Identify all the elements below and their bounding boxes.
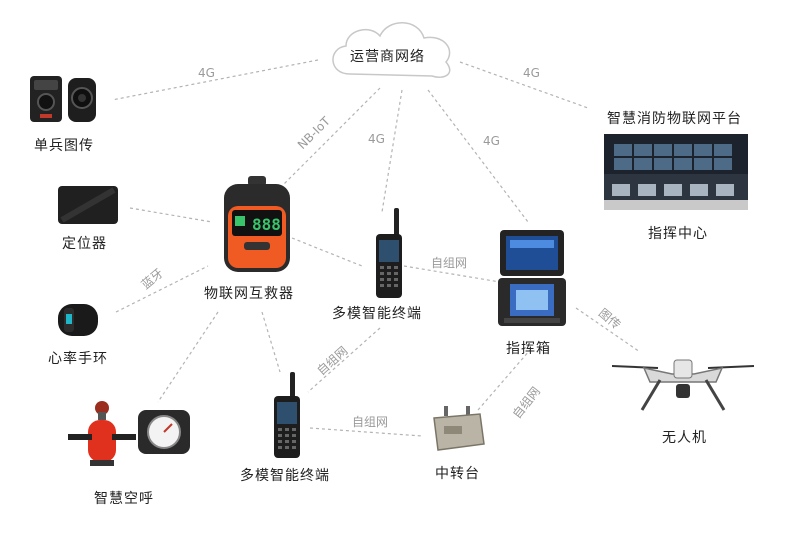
smart-air-label: 智慧空呼 (94, 491, 154, 507)
edge-label-terminal-relay: 自组网 (352, 415, 389, 429)
command-box-icon (498, 230, 566, 326)
command-box-label: 指挥箱 (506, 341, 551, 357)
bodycam-icon (30, 76, 96, 122)
iot-rescuer-icon: 888 (224, 176, 290, 272)
locator-label: 定位器 (62, 236, 107, 252)
heart-rate-band-icon (58, 304, 98, 336)
hr-band-label: 心率手环 (48, 351, 108, 367)
terminal-bottom-label: 多模智能终端 (240, 468, 330, 484)
link-cloud-platform (459, 61, 589, 109)
link-rescuer-terminal-bottom (261, 311, 281, 373)
link-cloud-terminal (381, 89, 403, 213)
link-terminal-terminal (307, 327, 381, 393)
link-cloud-rescuer (281, 87, 381, 187)
link-band-rescuer (115, 265, 209, 313)
link-rescuer-terminal (291, 237, 363, 267)
link-terminal-box (403, 265, 501, 283)
edge-label-cloud-box: 4G (483, 134, 500, 148)
link-terminal-relay (309, 427, 423, 437)
link-box-drone (575, 307, 641, 353)
command-center-label: 指挥中心 (648, 226, 708, 242)
command-center-photo (604, 134, 748, 210)
terminal-top-icon (376, 208, 402, 298)
rescuer-label: 物联网互救器 (204, 286, 294, 302)
relay-label: 中转台 (435, 466, 480, 482)
drone-label: 无人机 (662, 430, 707, 446)
drone-icon (612, 359, 754, 411)
locator-icon (58, 186, 118, 224)
relay-station-icon (433, 406, 485, 451)
cloud-icon (332, 22, 451, 78)
link-relay-box (477, 349, 531, 411)
bodycam-label: 单兵图传 (34, 138, 94, 154)
terminal-bottom-icon (274, 372, 300, 458)
rescuer-screen-digits: 888 (252, 215, 281, 234)
edge-label-cloud-bodycam: 4G (198, 66, 215, 80)
edge-label-cloud-platform: 4G (523, 66, 540, 80)
link-rescuer-air (157, 311, 219, 403)
link-locator-rescuer (129, 207, 213, 223)
edge-label-cloud-terminal: 4G (368, 132, 385, 146)
edge-label-terminal-box: 自组网 (431, 256, 468, 270)
platform-label: 智慧消防物联网平台 (607, 111, 742, 127)
smart-air-icon (68, 401, 190, 466)
cloud-label: 运营商网络 (350, 49, 425, 65)
link-cloud-bodycam (111, 59, 319, 101)
terminal-top-label: 多模智能终端 (332, 306, 422, 322)
link-cloud-box (427, 89, 529, 223)
